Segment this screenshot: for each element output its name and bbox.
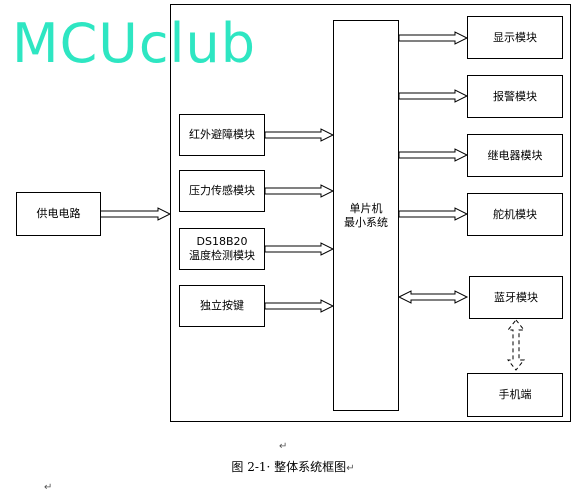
watermark-logo: MCUclub [12, 12, 257, 75]
mcu-block: 单片机 最小系统 [333, 20, 399, 411]
system-frame [170, 4, 571, 422]
pressure-module-block: 压力传感模块 [179, 170, 265, 212]
display-module-block: 显示模块 [467, 16, 563, 59]
arrow-ds18b20-to-mcu [264, 242, 335, 256]
relay-module-label: 继电器模块 [487, 148, 543, 162]
relay-module-block: 继电器模块 [467, 134, 563, 177]
ds18b20-label-line2: 温度检测模块 [189, 249, 255, 262]
arrow-mcu-to-servo [398, 207, 469, 221]
bluetooth-module-block: 蓝牙模块 [469, 276, 563, 319]
paragraph-mark: ↵ [279, 441, 288, 452]
arrow-infrared-to-mcu [264, 128, 335, 142]
servo-module-label: 舵机模块 [493, 207, 537, 221]
servo-module-block: 舵机模块 [467, 193, 563, 236]
mcu-label-line1: 单片机 [349, 201, 383, 215]
arrow-mcu-to-alarm [398, 89, 469, 103]
arrow-power-to-system [99, 207, 172, 221]
display-module-label: 显示模块 [493, 30, 537, 44]
ds18b20-module-block: DS18B20 温度检测模块 [179, 228, 265, 270]
phone-block: 手机端 [467, 373, 563, 417]
caption-paragraph-mark: ↵ [346, 463, 355, 474]
power-circuit-block: 供电电路 [16, 192, 101, 236]
arrow-mcu-to-display [398, 31, 469, 45]
bluetooth-module-label: 蓝牙模块 [494, 290, 538, 304]
power-circuit-label: 供电电路 [36, 207, 81, 220]
key-module-label: 独立按键 [200, 299, 244, 312]
phone-label: 手机端 [498, 388, 532, 401]
mcu-label-line2: 最小系统 [344, 215, 388, 229]
figure-caption-text: 图 2-1· 整体系统框图 [231, 460, 347, 474]
infrared-module-label: 红外避障模块 [189, 128, 255, 141]
wireless-link-dashed [506, 319, 526, 371]
arrow-mcu-bluetooth-bidirectional [397, 290, 469, 304]
paragraph-mark-bottom: ↵ [44, 482, 53, 493]
figure-caption: 图 2-1· 整体系统框图↵ [0, 458, 586, 475]
alarm-module-label: 报警模块 [493, 89, 537, 103]
arrow-mcu-to-relay [398, 148, 469, 162]
arrow-key-to-mcu [264, 299, 335, 313]
infrared-module-block: 红外避障模块 [179, 114, 265, 156]
alarm-module-block: 报警模块 [467, 75, 563, 118]
pressure-module-label: 压力传感模块 [189, 184, 255, 197]
ds18b20-label-line1: DS18B20 [196, 235, 248, 248]
arrow-pressure-to-mcu [264, 184, 335, 198]
key-module-block: 独立按键 [179, 285, 265, 327]
